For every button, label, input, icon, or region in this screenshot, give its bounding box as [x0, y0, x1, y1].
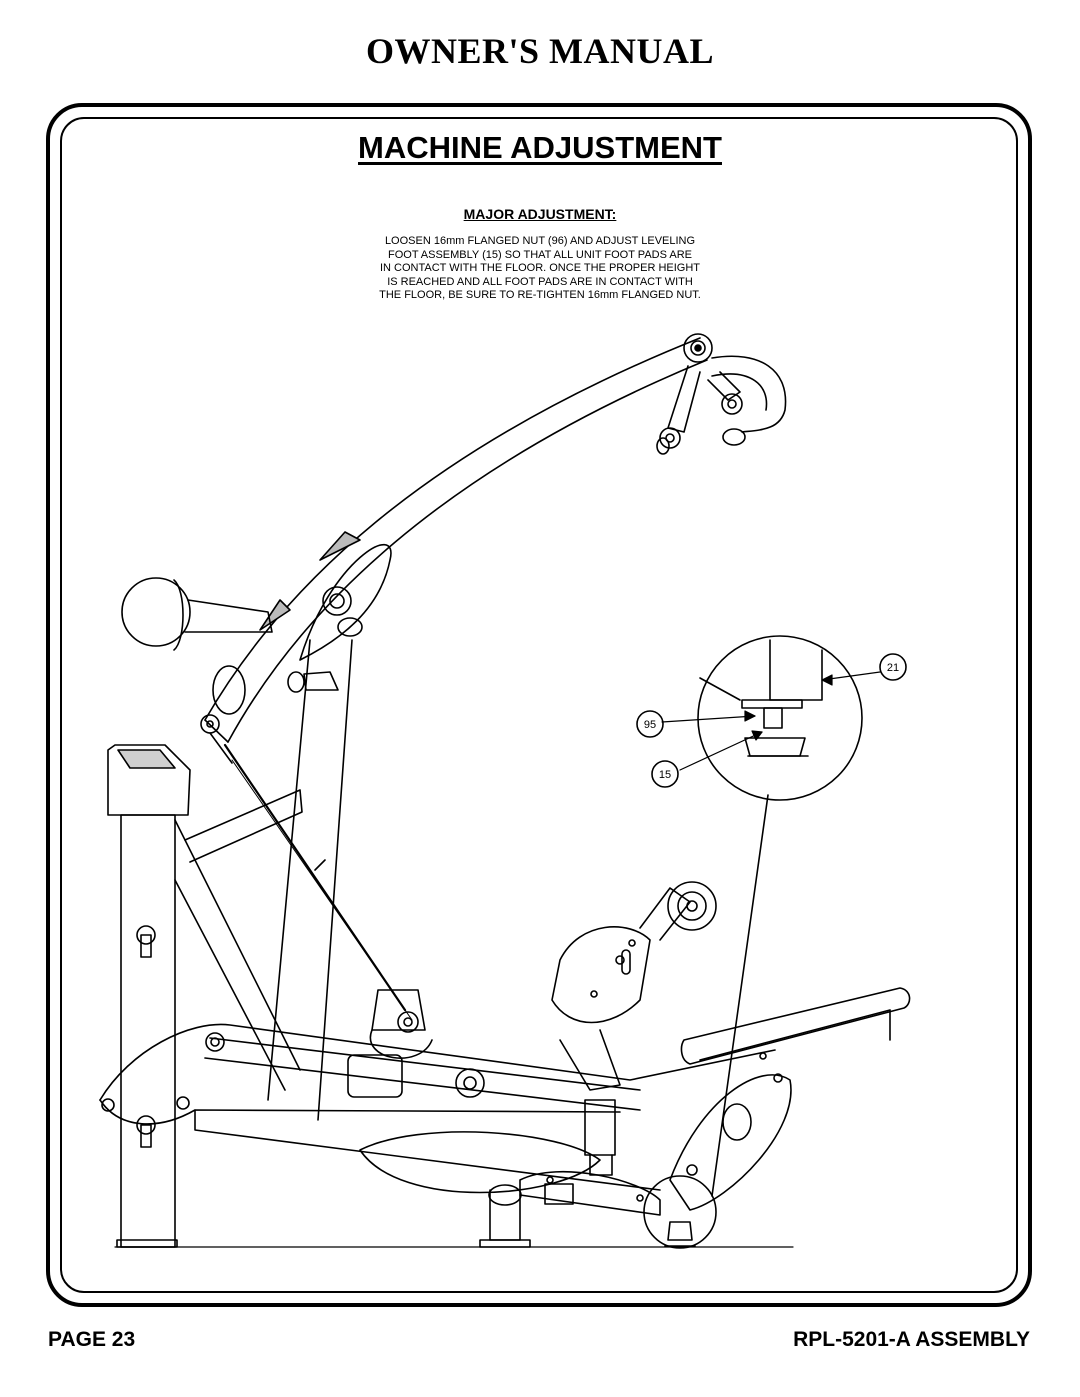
seat-post [559, 1029, 621, 1176]
instruction-line: FOOT ASSEMBLY (15) SO THAT ALL UNIT FOOT… [387, 248, 693, 261]
main-arm [204, 337, 708, 743]
seat-cushion [359, 1131, 661, 1216]
cable [223, 743, 413, 1021]
callout-95 [636, 710, 664, 738]
foot-detail-small [643, 1175, 717, 1249]
top-pulley [683, 333, 713, 363]
page-frame-inner [60, 117, 1018, 1293]
callout-leaders [661, 671, 881, 771]
instruction-line: IN CONTACT WITH THE FLOOR. ONCE THE PROP… [379, 262, 701, 274]
callout-bubbles [636, 653, 907, 788]
leg-roller [639, 881, 717, 941]
cross-tube [204, 1037, 641, 1111]
back-pad [121, 577, 273, 651]
section-title: MACHINE ADJUSTMENT [358, 130, 722, 165]
section-subtitle: MAJOR ADJUSTMENT: [463, 206, 617, 222]
adjust-knob [287, 671, 339, 693]
page-frame-outer [46, 103, 1032, 1307]
callout-label-95: 95 [644, 719, 656, 731]
upper-handle [656, 355, 787, 455]
callout-label-21: 21 [887, 662, 899, 674]
lower-pulley [369, 989, 433, 1059]
left-column [107, 744, 191, 1248]
page-number: PAGE 23 [48, 1328, 136, 1351]
callout-15 [651, 760, 679, 788]
lower-frame [99, 1023, 776, 1191]
diagonal-brace [174, 789, 303, 1091]
leg-post [479, 1184, 531, 1248]
rom-plate [551, 926, 651, 1024]
document-id: RPL-5201-A ASSEMBLY [793, 1328, 1030, 1351]
rear-swing-arm [669, 1073, 792, 1211]
instruction-line: LOOSEN 16mm FLANGED NUT (96) AND ADJUST … [384, 235, 696, 247]
instruction-line: IS REACHED AND ALL FOOT PADS ARE IN CONT… [387, 275, 693, 288]
callout-21 [879, 653, 907, 681]
instruction-line: THE FLOOR, BE SURE TO RE-TIGHTEN 16mm FL… [379, 289, 701, 301]
arm-end [200, 665, 246, 764]
manual-header: OWNER'S MANUAL [365, 31, 714, 71]
callout-label-15: 15 [659, 769, 671, 781]
arm-hub [299, 543, 392, 661]
frame-uprights [267, 639, 353, 1121]
detail-leader [711, 794, 769, 1197]
seat-pad [680, 987, 911, 1065]
foot-detail-large [697, 635, 863, 801]
instructions-block: LOOSEN 16mm FLANGED NUT (96) AND ADJUST … [290, 235, 790, 303]
